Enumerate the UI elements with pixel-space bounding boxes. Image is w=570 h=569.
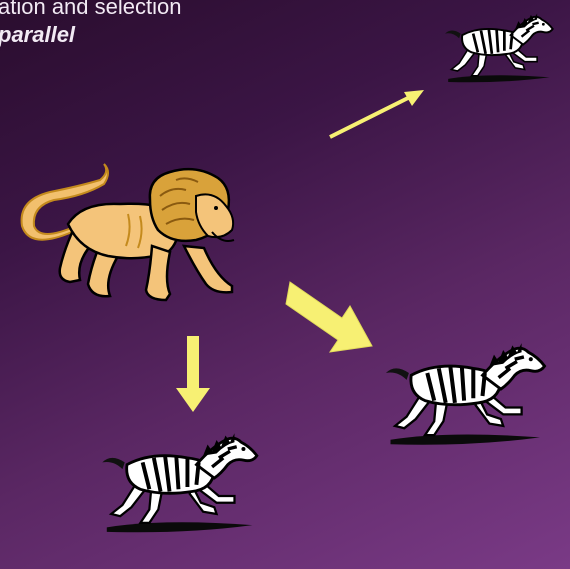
- arrow-icon: [329, 90, 424, 139]
- zebra-icon: [100, 431, 259, 535]
- arrow-icon: [176, 336, 210, 412]
- slide-text: ation and selection parallel: [0, 0, 181, 49]
- slide-text-line-1: ation and selection: [0, 0, 182, 19]
- zebra-icon: [443, 11, 555, 84]
- lion-icon: [20, 163, 235, 302]
- zebra-icon: [386, 343, 545, 445]
- slide-text-line-2: parallel: [0, 22, 76, 47]
- arrow-icon: [285, 281, 373, 353]
